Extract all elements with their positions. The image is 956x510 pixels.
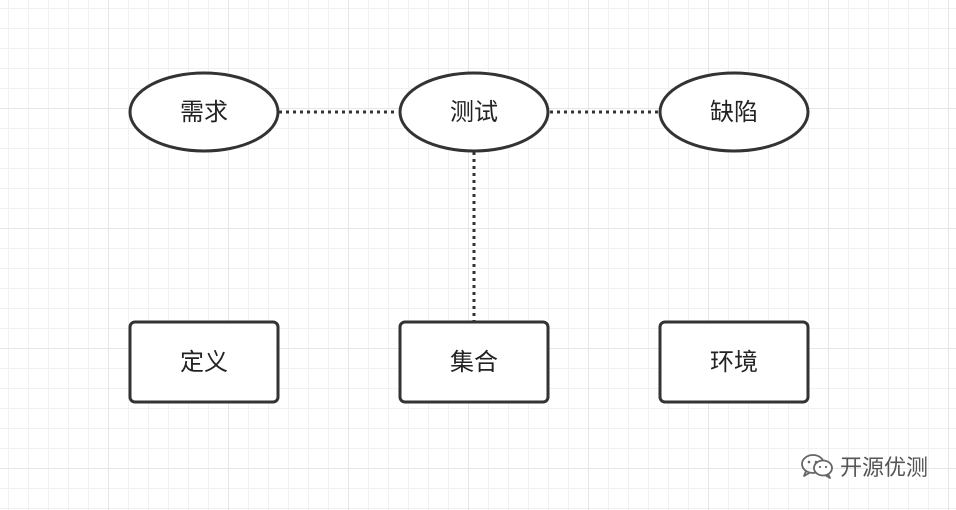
watermark: 开源优测 [800, 450, 928, 482]
test-ellipse [398, 71, 550, 153]
node-suite[interactable]: 集合 [398, 320, 550, 404]
defect-label: 缺陷 [710, 98, 758, 126]
test-label: 测试 [450, 98, 498, 126]
node-requirement[interactable]: 需求 [128, 71, 280, 153]
node-environment[interactable]: 环境 [658, 320, 810, 404]
suite-box [398, 320, 550, 404]
defect-ellipse [658, 71, 810, 153]
requirement-ellipse [128, 71, 280, 153]
node-test[interactable]: 测试 [398, 71, 550, 153]
watermark-text: 开源优测 [839, 456, 928, 481]
definition-label: 定义 [180, 348, 228, 376]
environment-box [658, 320, 810, 404]
node-definition[interactable]: 定义 [128, 320, 280, 404]
requirement-label: 需求 [180, 98, 228, 126]
suite-label: 集合 [450, 348, 498, 376]
node-defect[interactable]: 缺陷 [658, 71, 810, 153]
environment-label: 环境 [710, 348, 758, 376]
definition-box [128, 320, 280, 404]
wechat-icon [800, 453, 834, 479]
